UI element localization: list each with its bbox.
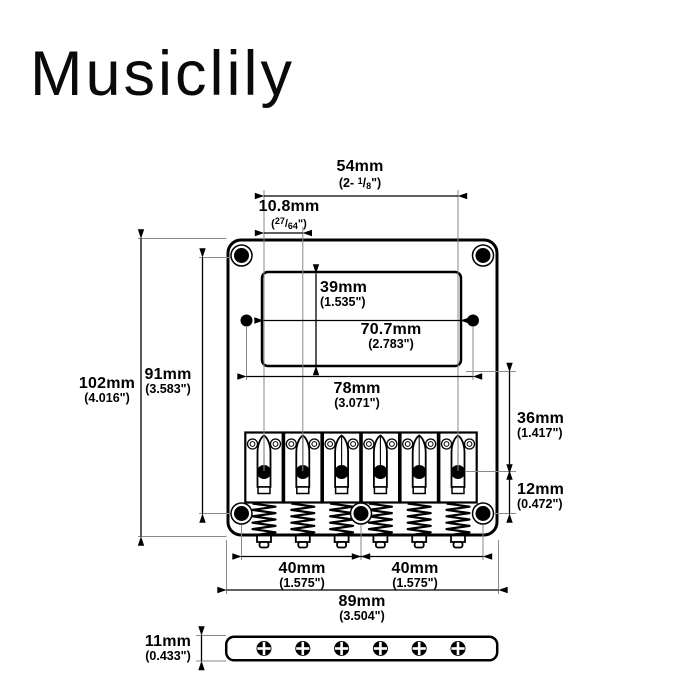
mounting-hole-top-left — [230, 244, 253, 267]
side-view-extension-lines — [196, 635, 226, 662]
side-screw-5 — [411, 641, 427, 656]
saddle-4 — [360, 431, 401, 504]
mounting-hole-bottom-left — [230, 502, 253, 525]
string-extension-lines — [263, 190, 516, 472]
pickup-screw-holes — [240, 314, 479, 327]
dim-label-54mm: 54mm (2- 1/8") — [336, 158, 384, 192]
side-screw-4 — [372, 641, 388, 656]
dim-label-70-7mm: 70.7mm (2.783") — [360, 321, 422, 351]
side-screw-6 — [450, 641, 466, 656]
bridge-top-view — [137, 190, 516, 594]
pickup-screw-hole — [467, 314, 479, 327]
pickup-screw-hole — [240, 314, 253, 327]
dim-label-11mm: 11mm (0.433") — [144, 633, 192, 663]
saddle-3 — [321, 431, 362, 504]
dim-label-40mm-right: 40mm (1.575") — [391, 560, 439, 590]
mounting-hole-bottom-right — [471, 502, 495, 525]
dim-label-12mm: 12mm (0.472") — [517, 481, 565, 511]
mounting-hole-bottom-center — [349, 502, 373, 525]
bridge-side-view — [196, 626, 499, 671]
dim-label-78mm: 78mm (3.071") — [333, 380, 381, 410]
dim-label-89mm: 89mm (3.504") — [338, 593, 386, 623]
dim-label-40mm-left: 40mm (1.575") — [278, 560, 326, 590]
dim-label-10-8mm: 10.8mm (27/64") — [258, 198, 320, 232]
saddles — [244, 431, 478, 504]
side-screw-1 — [256, 641, 272, 656]
dim-label-91mm: 91mm (3.583") — [144, 366, 192, 396]
saddle-5 — [399, 431, 440, 504]
dimension-lines — [137, 192, 513, 594]
dim-label-102mm: 102mm (4.016") — [78, 375, 136, 405]
side-screw-3 — [334, 641, 350, 656]
dim-label-36mm: 36mm (1.417") — [517, 410, 565, 440]
side-view-plate — [224, 635, 499, 662]
mounting-hole-top-right — [471, 244, 495, 267]
brand-logo: Musiclily — [30, 39, 296, 109]
dim-label-39mm: 39mm (1.535") — [320, 279, 368, 309]
side-screw-2 — [295, 641, 311, 656]
